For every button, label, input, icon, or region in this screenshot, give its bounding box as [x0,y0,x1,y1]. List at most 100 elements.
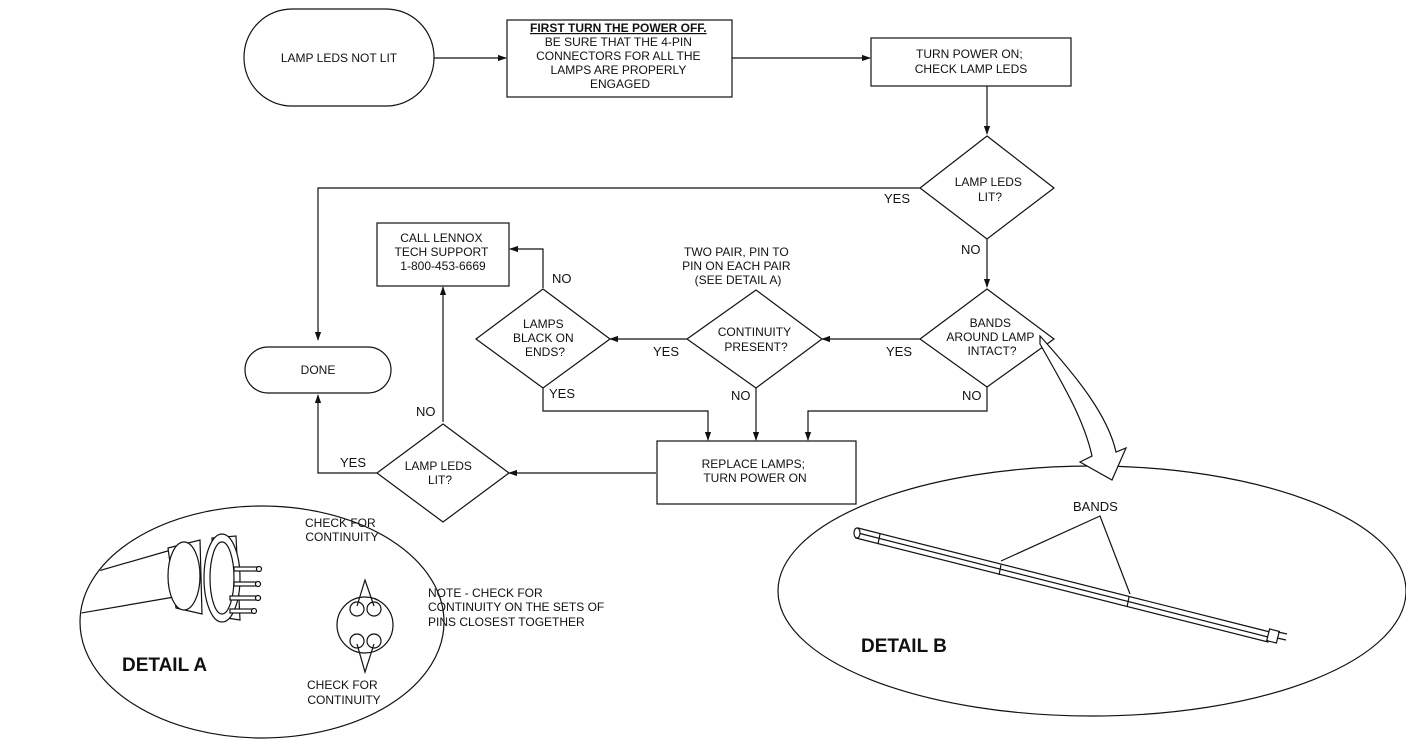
label-continuity-yes: YES [653,344,679,359]
node-continuity-line-1: CONTINUITY [718,325,791,339]
check-continuity-top: CHECK FOR CONTINUITY [305,516,379,544]
node-check-line-3: LAMPS ARE PROPERLY [551,63,687,77]
node-bands-line-2: AROUND LAMP [946,330,1034,344]
node-decision2-label: LAMP LEDS LIT? [405,459,476,487]
check-continuity-bottom: CHECK FOR CONTINUITY [307,678,381,707]
decision-shape [919,135,1055,240]
edge-decision1-yes-to-done [314,187,920,341]
node-decision-black-ends: LAMPS BLACK ON ENDS? [474,288,612,389]
detail-a-title: DETAIL A [122,655,207,676]
face-pin-top-right [366,601,382,617]
pin-face-view [336,578,394,675]
continuity-note-text: TWO PAIR, PIN TO PIN ON EACH PAIR (SEE D… [682,245,794,287]
node-bands-label: BANDS AROUND LAMP INTACT? [946,316,1037,358]
node-blackends-line-3: ENDS? [525,345,565,359]
node-replace-lamps: REPLACE LAMPS; TURN POWER ON [656,440,857,505]
node-decision-bands-intact: BANDS AROUND LAMP INTACT? [918,288,1056,388]
check-top-line-2: CONTINUITY [305,530,378,544]
edge-blackends-yes-to-replace [542,388,712,441]
connector-illustration [81,533,263,623]
continuity-note-line-2: PIN ON EACH PAIR [682,259,791,273]
process-shape [376,222,510,287]
node-call-line-1: CALL LENNOX [400,231,482,245]
node-start-label: LAMP LEDS NOT LIT [281,51,398,65]
lamp-end-left [853,527,861,539]
process-shape [870,37,1072,87]
pointer-bottom-pins [356,643,375,675]
lamp-illustration [853,527,1288,644]
node-bands-line-1: BANDS [970,316,1011,330]
bands-pointer [1000,515,1131,595]
node-check-line-4: ENGAGED [590,77,650,91]
node-turn-power-on: TURN POWER ON; CHECK LAMP LEDS [870,37,1072,87]
pin-tip-3 [254,594,262,602]
label-blackends-no: NO [552,271,572,286]
callout-arrow [1039,334,1128,481]
node-decision2-line-2: LIT? [428,473,452,487]
note-line-1: NOTE - CHECK FOR [428,586,543,600]
node-turn-power-on-label: TURN POWER ON; CHECK LAMP LEDS [915,47,1027,76]
cable-line-bottom [81,595,181,617]
node-bands-line-3: INTACT? [967,344,1016,358]
label-blackends-yes: YES [549,386,575,401]
edge-bands-no-to-replace [804,387,988,441]
label-continuity-no: NO [731,388,751,403]
detail-a-note: NOTE - CHECK FOR CONTINUITY ON THE SETS … [428,586,608,629]
decision-shape [375,423,511,523]
pin-tip-2 [254,580,262,588]
pin-face-circle [336,596,394,654]
node-done-label: DONE [301,363,336,377]
continuity-note: TWO PAIR, PIN TO PIN ON EACH PAIR (SEE D… [682,245,794,287]
cable-line-top [81,547,179,583]
connector-face-inner [209,541,235,615]
detail-a: CHECK FOR CONTINUITY CHECK FOR CONTINUIT… [79,505,608,739]
node-check-line-1: BE SURE THAT THE 4-PIN [545,35,692,49]
node-decision1-line-1: LAMP LEDS [955,175,1022,189]
lamp-tube-highlight [857,532,1269,638]
node-continuity-label: CONTINUITY PRESENT? [718,325,794,354]
check-top-line-1: CHECK FOR [305,516,376,530]
edge-labels: YES NO YES NO YES NO NO YES NO YES [340,191,982,470]
lamp-pin-1 [1277,631,1288,635]
pin-tip-1 [255,565,263,573]
node-done-line-1: DONE [301,363,336,377]
edge-blackends-no-to-call [509,245,544,288]
node-decision-leds-lit-2: LAMP LEDS LIT? [375,423,511,523]
power-off-warning: FIRST TURN THE POWER OFF. [530,21,707,35]
node-blackends-label: LAMPS BLACK ON ENDS? [513,317,577,359]
node-call-support: CALL LENNOX TECH SUPPORT 1-800-453-6669 [376,222,510,287]
terminator-shape [244,346,392,394]
connectors [314,54,991,477]
node-call-support-label: CALL LENNOX TECH SUPPORT 1-800-453-6669 [395,231,492,273]
note-line-2: CONTINUITY ON THE SETS OF [428,600,604,614]
node-decision1-label: LAMP LEDS LIT? [955,175,1026,204]
lamp-band-2 [1126,596,1130,608]
face-pin-bottom-left [349,633,365,649]
lamp-end-connector [1265,628,1281,644]
node-replace-line-1: REPLACE LAMPS; [702,457,805,471]
connector-pin-3 [229,595,259,601]
lamp-band-1 [998,564,1002,576]
decision-shape [474,288,612,389]
label-decision1-no: NO [961,242,981,257]
pointer-top-pins [356,578,375,607]
check-bottom-line-1: CHECK FOR [307,678,378,692]
process-shape [506,19,733,98]
continuity-note-line-1: TWO PAIR, PIN TO [684,245,789,259]
note-line-3: PINS CLOSEST TOGETHER [428,615,585,629]
decision-shape [918,288,1056,388]
process-shape [656,440,857,505]
node-check-connectors: FIRST TURN THE POWER OFF. BE SURE THAT T… [506,19,733,98]
node-poweron-line-1: TURN POWER ON; [916,47,1023,61]
continuity-note-line-3: (SEE DETAIL A) [695,273,782,287]
bands-label: BANDS [1073,499,1118,514]
node-replace-label: REPLACE LAMPS; TURN POWER ON [702,457,809,485]
node-replace-line-2: TURN POWER ON [703,471,806,485]
face-pin-top-left [349,601,365,617]
node-check-connectors-label: FIRST TURN THE POWER OFF. BE SURE THAT T… [530,21,710,91]
node-poweron-line-2: CHECK LAMP LEDS [915,62,1027,76]
node-blackends-line-1: LAMPS [523,317,564,331]
node-continuity-line-2: PRESENT? [724,340,788,354]
node-blackends-line-2: BLACK ON [513,331,574,345]
node-decision1-line-2: LIT? [978,190,1002,204]
